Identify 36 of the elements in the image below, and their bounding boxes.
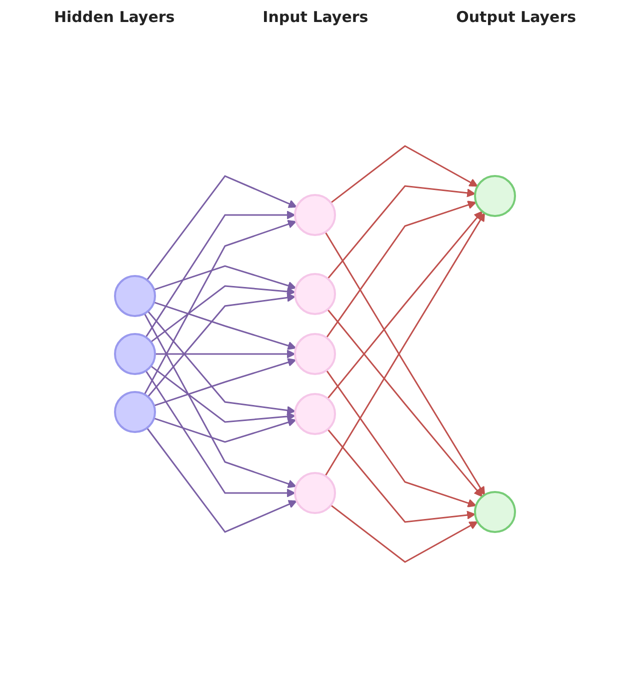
layer-heading: Input Layers bbox=[262, 8, 368, 26]
node-circle bbox=[294, 272, 336, 314]
arrow bbox=[327, 184, 476, 279]
node-circle bbox=[294, 332, 336, 374]
node-circle bbox=[114, 274, 156, 316]
node-circle bbox=[114, 390, 156, 432]
layer-heading: Hidden Layers bbox=[54, 8, 175, 26]
node-circle bbox=[294, 472, 336, 514]
arrow bbox=[145, 210, 296, 338]
arrow bbox=[144, 219, 296, 394]
layer-heading: Output Layers bbox=[456, 8, 576, 26]
arrow bbox=[150, 364, 296, 422]
arrow bbox=[330, 504, 478, 562]
arrow bbox=[154, 417, 296, 442]
arrow bbox=[326, 369, 476, 507]
node-circle bbox=[294, 194, 336, 236]
arrow bbox=[146, 174, 298, 280]
arrow bbox=[326, 200, 476, 338]
node-circle bbox=[474, 174, 516, 216]
arrow bbox=[327, 428, 476, 522]
arrow bbox=[330, 144, 478, 203]
arrow bbox=[154, 301, 296, 350]
arrow bbox=[155, 349, 296, 358]
arrow bbox=[146, 427, 298, 532]
arrow bbox=[150, 284, 296, 342]
arrow bbox=[154, 358, 296, 406]
arrow bbox=[327, 210, 483, 398]
node-circle bbox=[114, 332, 156, 374]
arrow bbox=[147, 310, 296, 414]
arrow bbox=[144, 312, 296, 488]
arrow bbox=[145, 370, 296, 497]
arrow bbox=[147, 292, 296, 397]
node-circle bbox=[474, 490, 516, 532]
node-circle bbox=[294, 392, 336, 434]
arrow bbox=[154, 264, 296, 290]
arrow bbox=[327, 308, 483, 497]
